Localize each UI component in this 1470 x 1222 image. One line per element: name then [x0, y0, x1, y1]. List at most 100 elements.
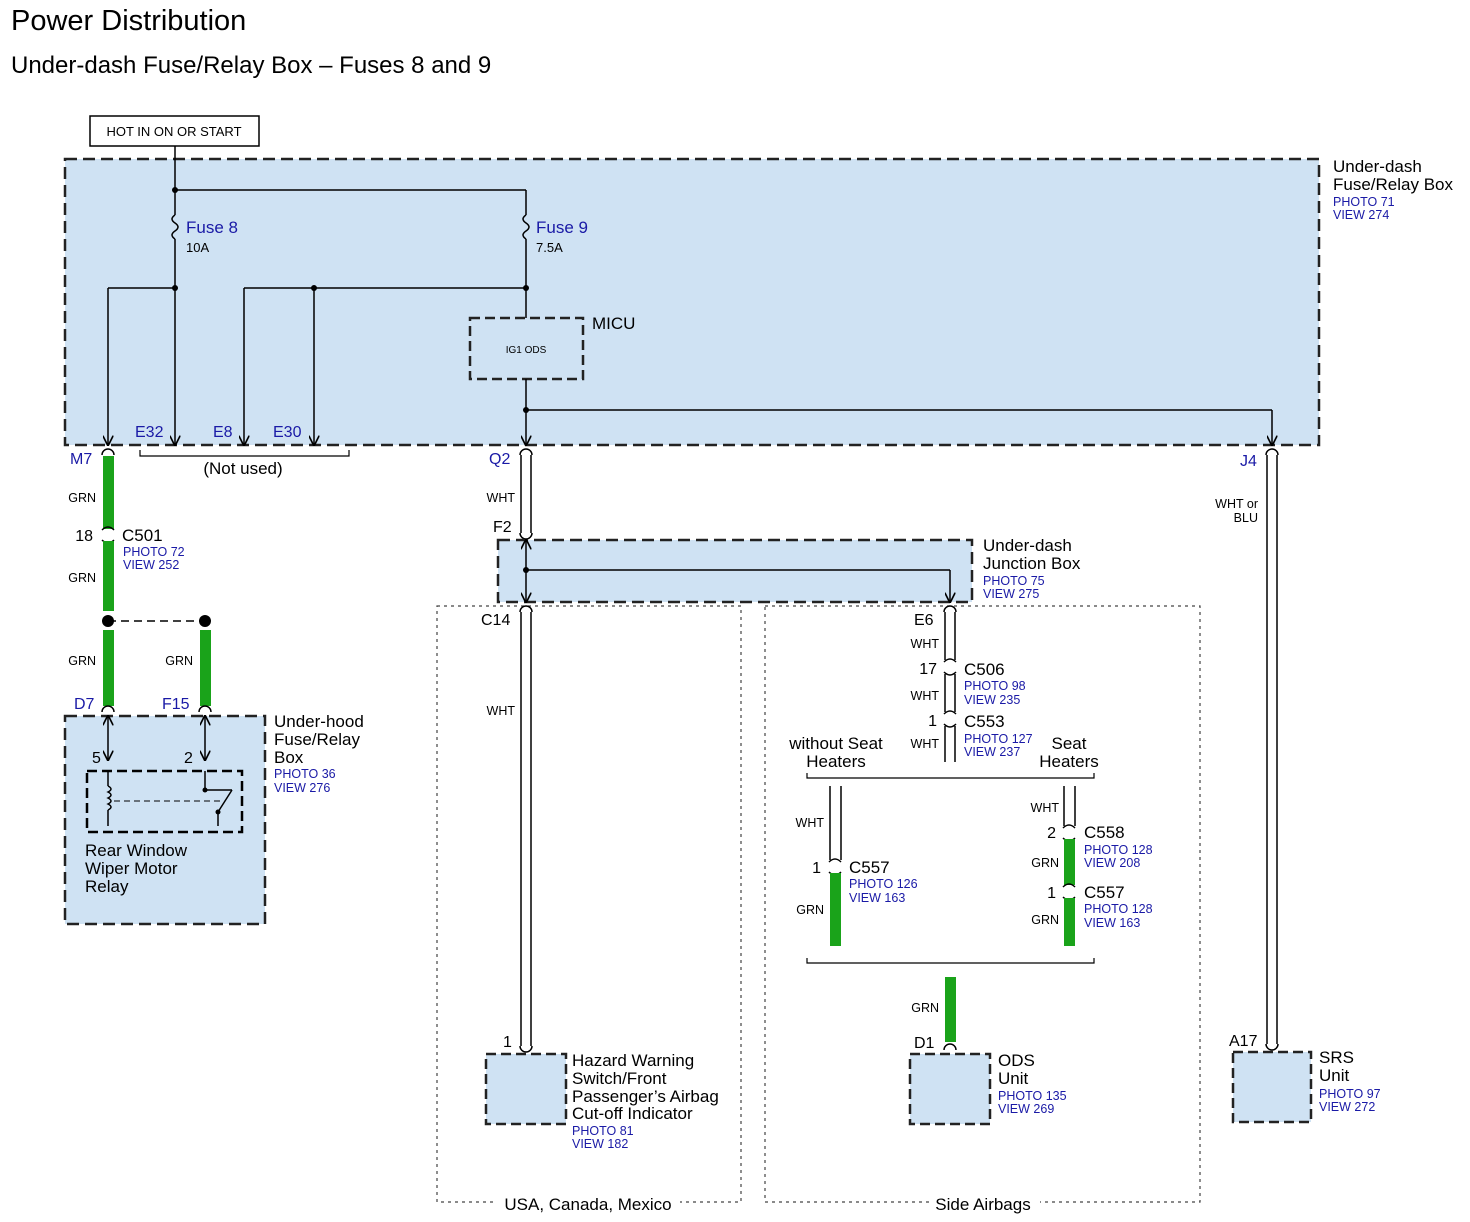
svg-text:VIEW 275: VIEW 275 — [983, 587, 1039, 601]
ods-unit-box — [908, 1052, 992, 1126]
wire-c553-wht: WHT — [911, 726, 956, 762]
wire-q2-wht: WHT — [487, 448, 533, 540]
svg-text:1: 1 — [1047, 885, 1056, 902]
hazard-switch-label: Hazard Warning Switch/Front Passenger’s … — [572, 1051, 719, 1151]
svg-text:17: 17 — [919, 661, 937, 678]
svg-text:PHOTO 127: PHOTO 127 — [964, 732, 1033, 746]
seat-heaters-label: Seat Heaters — [1039, 734, 1099, 771]
connector-c557-left: 1 C557 PHOTO 126 VIEW 163 — [812, 858, 918, 905]
ods-unit-label: ODS Unit PHOTO 135 VIEW 269 — [998, 1051, 1067, 1116]
svg-text:18: 18 — [75, 528, 93, 545]
under-hood-fuse-relay-box — [63, 714, 267, 926]
under-dash-junction-box — [496, 538, 974, 604]
relay-circuit — [85, 716, 244, 834]
svg-text:WHT: WHT — [487, 704, 516, 718]
svg-text:VIEW 237: VIEW 237 — [964, 745, 1020, 759]
connector-c501: 18 C501 PHOTO 72 VIEW 252 — [75, 526, 184, 572]
svg-text:C557: C557 — [1084, 883, 1125, 902]
terminal-e8: E8 — [213, 424, 233, 441]
svg-text:VIEW 276: VIEW 276 — [274, 781, 330, 795]
svg-text:Wiper Motor: Wiper Motor — [85, 859, 178, 878]
svg-text:Passenger’s Airbag: Passenger’s Airbag — [572, 1087, 719, 1106]
svg-text:Cut-off Indicator: Cut-off Indicator — [572, 1104, 693, 1123]
svg-text:WHT: WHT — [911, 637, 940, 651]
svg-text:VIEW 269: VIEW 269 — [998, 1102, 1054, 1116]
svg-text:without Seat: without Seat — [788, 734, 883, 753]
svg-text:VIEW 252: VIEW 252 — [123, 558, 179, 572]
under-dash-box-label: Under-dash Fuse/Relay Box PHOTO 71 VIEW … — [1333, 157, 1453, 222]
page-title: Power Distribution — [11, 5, 246, 37]
svg-text:Fuse/Relay Box: Fuse/Relay Box — [1333, 175, 1453, 194]
svg-text:PHOTO 75: PHOTO 75 — [983, 574, 1045, 588]
svg-text:Unit: Unit — [998, 1069, 1029, 1088]
svg-text:PHOTO 128: PHOTO 128 — [1084, 902, 1153, 916]
svg-text:1: 1 — [812, 860, 821, 877]
svg-text:10A: 10A — [186, 240, 209, 255]
svg-text:WHT: WHT — [911, 737, 940, 751]
terminal-f2: F2 — [493, 519, 512, 536]
wire-ods-grn: GRN — [911, 977, 957, 1051]
under-hood-label: Under-hood Fuse/Relay Box PHOTO 36 VIEW … — [274, 712, 364, 795]
svg-text:Switch/Front: Switch/Front — [572, 1069, 667, 1088]
svg-text:ODS: ODS — [998, 1051, 1035, 1070]
not-used-label: (Not used) — [203, 459, 282, 478]
svg-text:VIEW 182: VIEW 182 — [572, 1137, 628, 1151]
svg-text:WHT: WHT — [796, 816, 825, 830]
not-used-bracket — [139, 450, 350, 457]
splice-dot-f15 — [199, 615, 211, 627]
svg-text:PHOTO 98: PHOTO 98 — [964, 679, 1026, 693]
svg-text:GRN: GRN — [68, 571, 96, 585]
page-subtitle: Under-dash Fuse/Relay Box – Fuses 8 and … — [11, 52, 491, 79]
connector-c506: 17 C506 PHOTO 98 VIEW 235 — [919, 658, 1026, 707]
terminal-e30: E30 — [273, 424, 302, 441]
svg-text:Box: Box — [274, 748, 304, 767]
svg-text:GRN: GRN — [165, 654, 193, 668]
svg-text:1: 1 — [928, 713, 937, 730]
svg-text:C506: C506 — [964, 660, 1005, 679]
svg-text:Rear Window: Rear Window — [85, 841, 188, 860]
svg-text:GRN: GRN — [68, 491, 96, 505]
wire-left-branch-wht: WHT — [796, 786, 842, 860]
svg-text:VIEW 274: VIEW 274 — [1333, 208, 1389, 222]
svg-text:SRS: SRS — [1319, 1048, 1354, 1067]
svg-text:VIEW 235: VIEW 235 — [964, 693, 1020, 707]
svg-text:PHOTO 135: PHOTO 135 — [998, 1089, 1067, 1103]
svg-text:Relay: Relay — [85, 877, 129, 896]
svg-text:Hazard Warning: Hazard Warning — [572, 1051, 694, 1070]
terminal-m7: M7 — [70, 451, 92, 468]
svg-text:GRN: GRN — [68, 654, 96, 668]
hot-label: HOT IN ON OR START — [106, 124, 241, 139]
region-side-airbags-label: Side Airbags — [935, 1195, 1030, 1214]
region-usa-label: USA, Canada, Mexico — [504, 1195, 671, 1214]
micu-label: MICU — [592, 314, 635, 333]
svg-text:WHT or: WHT or — [1215, 497, 1258, 511]
srs-unit-box — [1231, 1050, 1313, 1124]
wire-c501-grn: GRN — [68, 541, 114, 611]
svg-text:VIEW 208: VIEW 208 — [1084, 856, 1140, 870]
without-seat-heaters-label: without Seat Heaters — [788, 734, 883, 771]
fuse-8: Fuse 8 10A — [172, 214, 238, 445]
svg-text:PHOTO 97: PHOTO 97 — [1319, 1087, 1381, 1101]
terminal-j4: J4 — [1240, 453, 1257, 470]
connector-c558: 2 C558 PHOTO 128 VIEW 208 — [1047, 823, 1153, 870]
svg-text:Unit: Unit — [1319, 1066, 1350, 1085]
svg-text:GRN: GRN — [1031, 856, 1059, 870]
svg-text:Junction Box: Junction Box — [983, 554, 1081, 573]
svg-text:E6: E6 — [914, 612, 934, 629]
svg-text:Fuse 8: Fuse 8 — [186, 218, 238, 237]
srs-pin: A17 — [1229, 1033, 1258, 1050]
svg-text:7.5A: 7.5A — [536, 240, 563, 255]
svg-text:Seat: Seat — [1052, 734, 1087, 753]
svg-text:PHOTO 36: PHOTO 36 — [274, 767, 336, 781]
svg-text:Fuse/Relay: Fuse/Relay — [274, 730, 360, 749]
fuse-8-branches — [108, 287, 526, 445]
junction-box-label: Under-dash Junction Box PHOTO 75 VIEW 27… — [983, 536, 1081, 601]
svg-text:GRN: GRN — [796, 903, 824, 917]
option-bracket-bottom — [806, 958, 1095, 964]
svg-text:WHT: WHT — [1031, 801, 1060, 815]
svg-text:C501: C501 — [122, 526, 163, 545]
wire-c506-wht: WHT — [911, 674, 956, 712]
svg-text:2: 2 — [1047, 825, 1056, 842]
wire-m7-grn: GRN — [68, 448, 115, 529]
